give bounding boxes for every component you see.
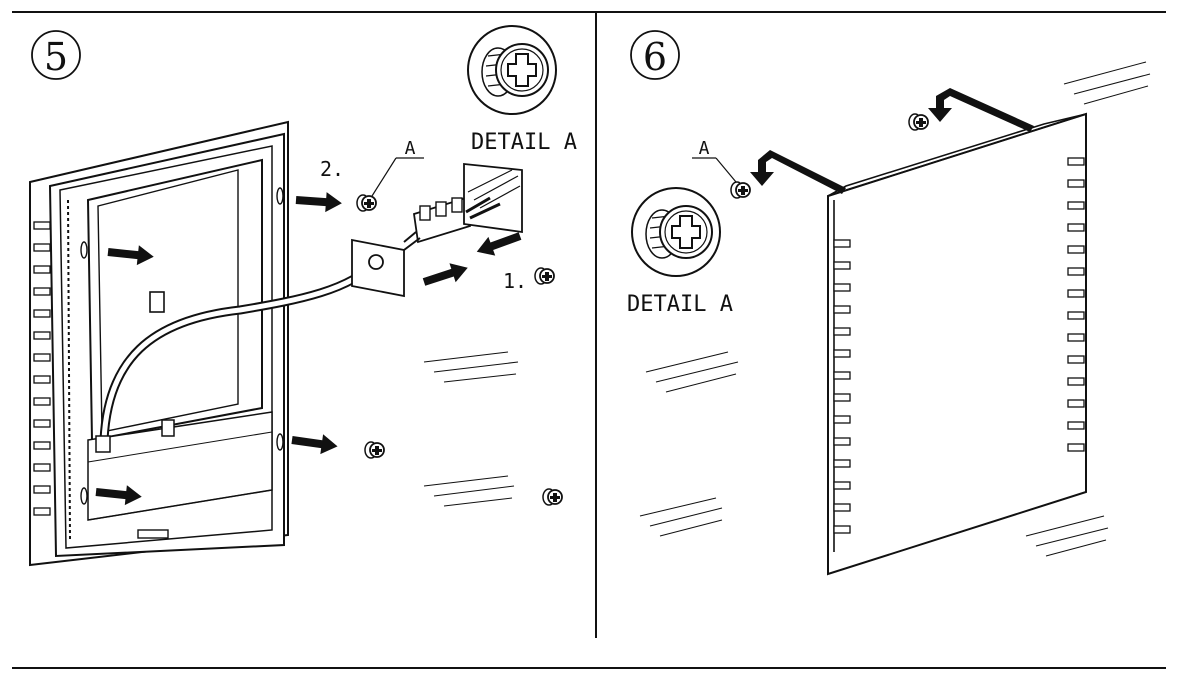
detail-a-label: DETAIL A	[471, 130, 577, 155]
screw-icon	[908, 113, 929, 131]
wall-box-icon	[463, 163, 523, 234]
terminal-block-icon	[351, 196, 471, 298]
screw-icon	[730, 181, 751, 199]
order-label-1: 1.	[503, 269, 527, 293]
mirror-panel	[827, 112, 1087, 576]
step-number: 6	[643, 35, 667, 79]
screw-icon	[534, 267, 555, 285]
arrow-icon	[295, 190, 343, 214]
mirror-cabinet	[29, 120, 289, 567]
order-label-2: 2.	[320, 157, 344, 181]
screw-icon	[364, 441, 385, 459]
callout-label-a: A	[405, 138, 416, 159]
detail-a-label: DETAIL A	[627, 292, 733, 317]
screw-icon	[542, 488, 563, 506]
arrow-icon	[290, 430, 339, 457]
step-number-badge: 5	[31, 30, 81, 80]
wall-surface-hatch	[423, 351, 519, 507]
arrow-icon	[750, 150, 846, 194]
wall-surface-hatch	[639, 61, 1151, 557]
panel-step-5: 5 DETAIL A	[29, 25, 577, 567]
callout-label-a: A	[699, 138, 710, 159]
step-number-badge: 6	[630, 30, 680, 80]
arrow-icon	[420, 258, 471, 292]
screw-head-detail-icon	[467, 25, 557, 115]
step-number: 5	[44, 35, 68, 79]
arrow-icon	[928, 88, 1034, 132]
screw-icon	[356, 194, 377, 212]
panel-step-6: 6	[627, 30, 1151, 576]
screw-head-detail-icon	[631, 187, 721, 277]
